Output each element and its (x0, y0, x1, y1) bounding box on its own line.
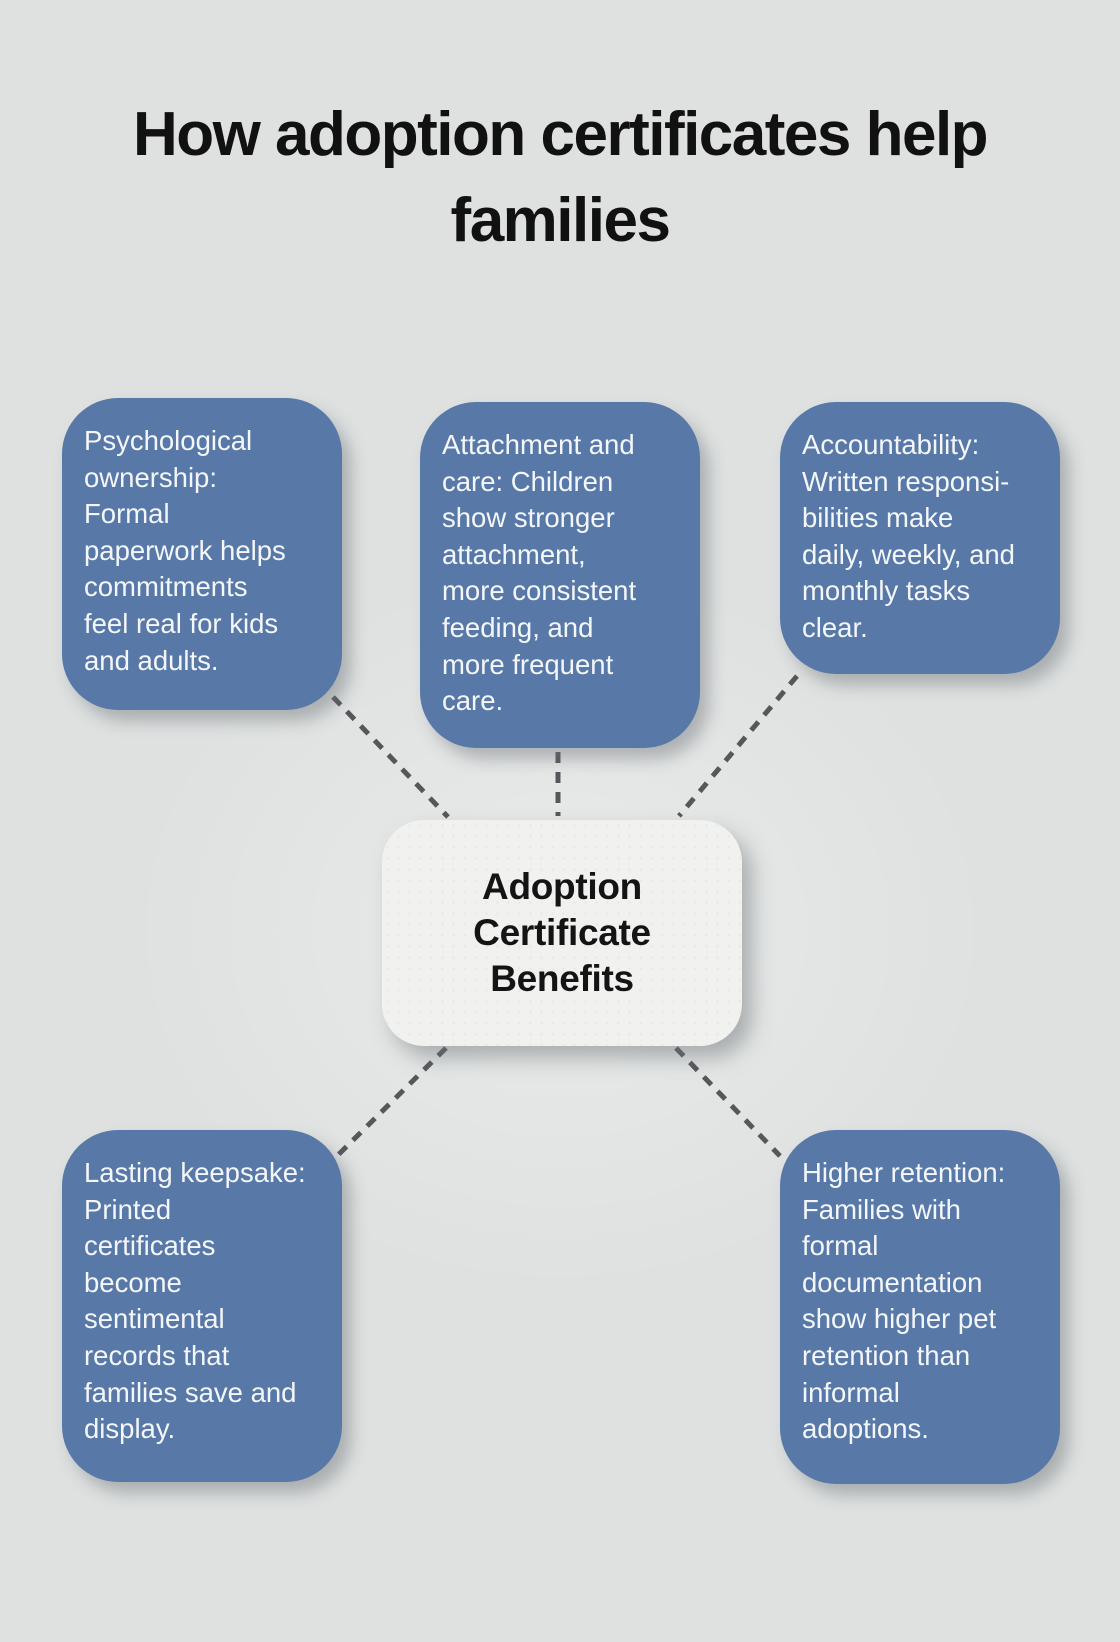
connector-lasting-keepsake (334, 1046, 448, 1159)
central-node-adoption-certificate-benefits: Adoption Certificate Benefits (382, 820, 742, 1046)
benefit-box-psychological-ownership: Psychological ownership: Formal paperwor… (62, 398, 342, 710)
page-title: How adoption certificates help families (132, 100, 989, 255)
benefit-box-attachment-and-care: Attachment and care: Children show stron… (420, 402, 700, 748)
benefit-box-higher-retention: Higher retention: Families with formal d… (780, 1130, 1060, 1484)
connector-higher-retention (674, 1046, 782, 1158)
benefit-box-lasting-keepsake: Lasting keepsake: Printed certificates b… (62, 1130, 342, 1482)
benefit-box-accountability: Accountability: Written responsi- biliti… (780, 402, 1060, 674)
